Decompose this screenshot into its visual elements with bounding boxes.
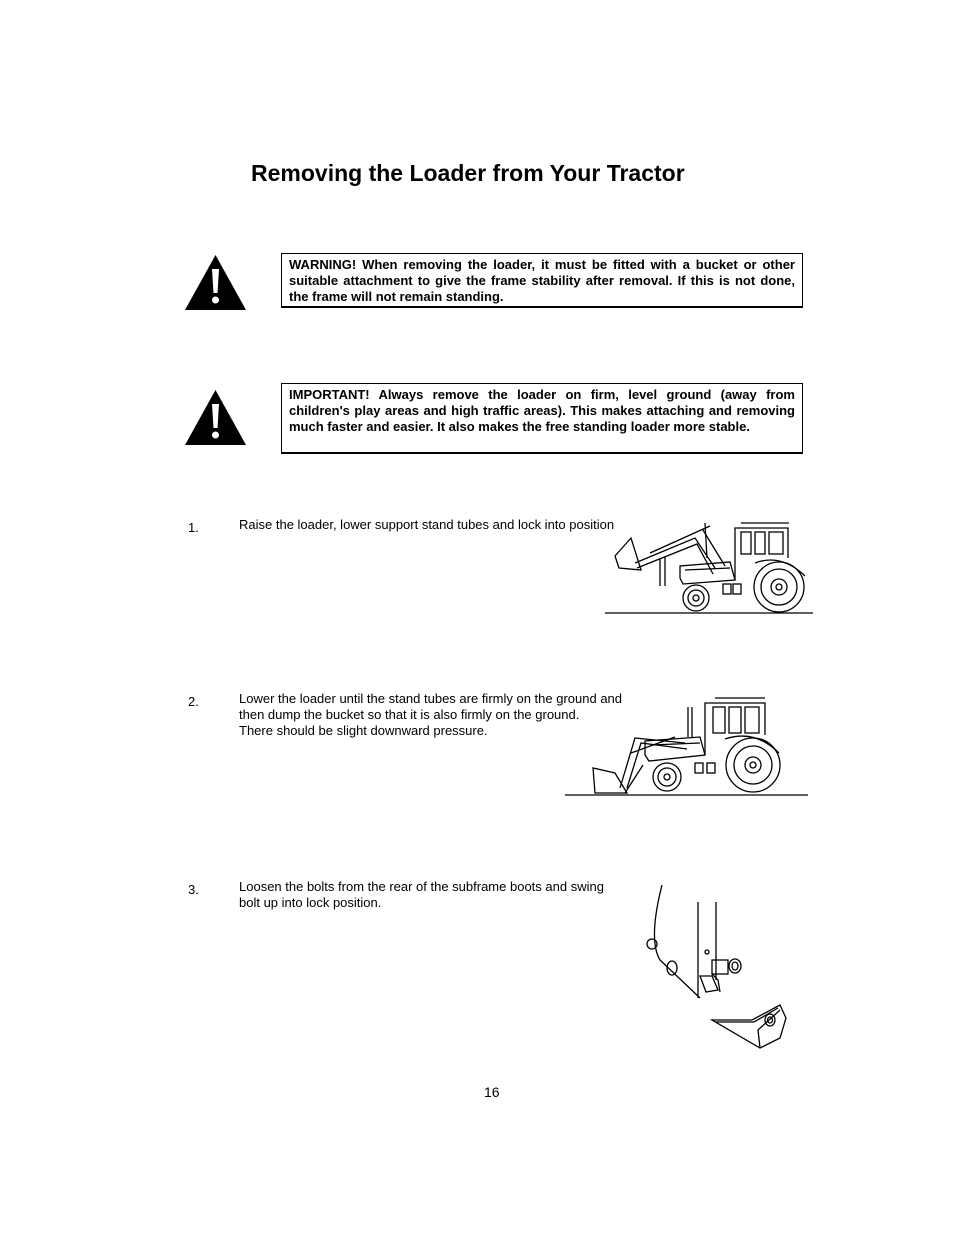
step-number: 1.: [188, 520, 199, 535]
page-title: Removing the Loader from Your Tractor: [251, 160, 685, 186]
step-number: 2.: [188, 694, 199, 709]
step-text: Lower the loader until the stand tubes a…: [239, 691, 623, 738]
subframe-boot-bolt-illustration: [646, 884, 787, 1049]
tractor-lowered-loader-illustration: [565, 697, 808, 796]
important-notice: IMPORTANT! Always remove the loader on f…: [281, 383, 803, 454]
step-text: Raise the loader, lower support stand tu…: [239, 517, 615, 532]
step-text: Loosen the bolts from the rear of the su…: [239, 879, 604, 910]
tractor-raised-loader-illustration: [605, 522, 813, 614]
step-number: 3.: [188, 882, 199, 897]
warning-notice: WARNING! When removing the loader, it mu…: [281, 253, 803, 308]
warning-triangle-icon: [185, 255, 246, 310]
page-number: 16: [484, 1084, 500, 1100]
warning-triangle-icon: [185, 390, 246, 445]
